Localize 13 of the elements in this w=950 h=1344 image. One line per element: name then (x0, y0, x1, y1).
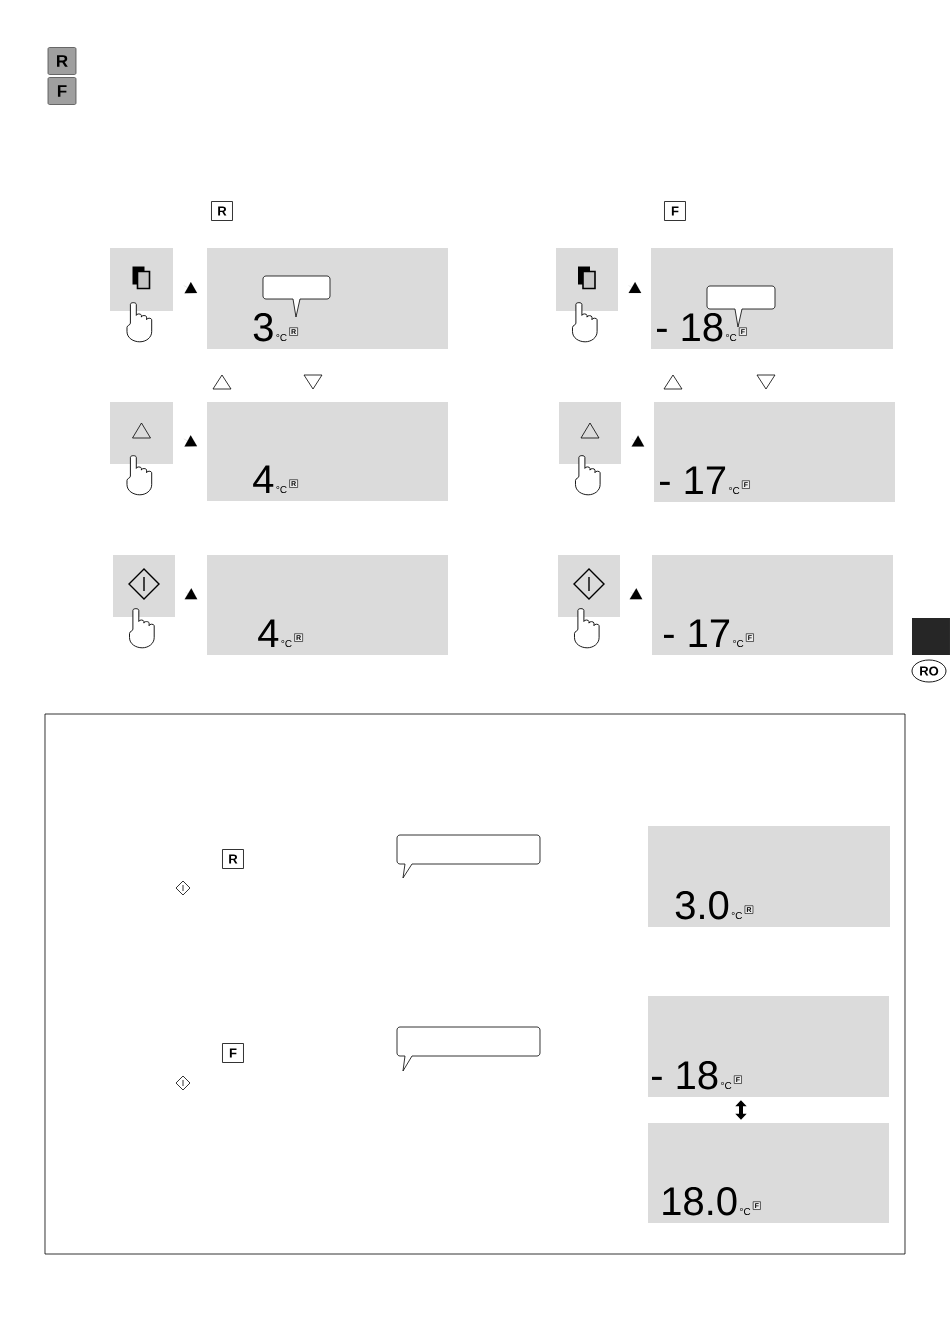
arrow (184, 588, 198, 600)
note-frame (44, 713, 906, 1255)
arrow (631, 435, 645, 447)
arrow (183, 282, 198, 294)
zone-key: R (47, 47, 77, 75)
arrow (628, 281, 642, 294)
speech-bubble (396, 1026, 541, 1072)
arrow (735, 1100, 747, 1120)
arrow (629, 588, 643, 600)
speech-bubble (396, 834, 541, 879)
language-badge: RO (911, 659, 947, 683)
arrow (183, 435, 198, 447)
zone-key: F (47, 77, 77, 105)
